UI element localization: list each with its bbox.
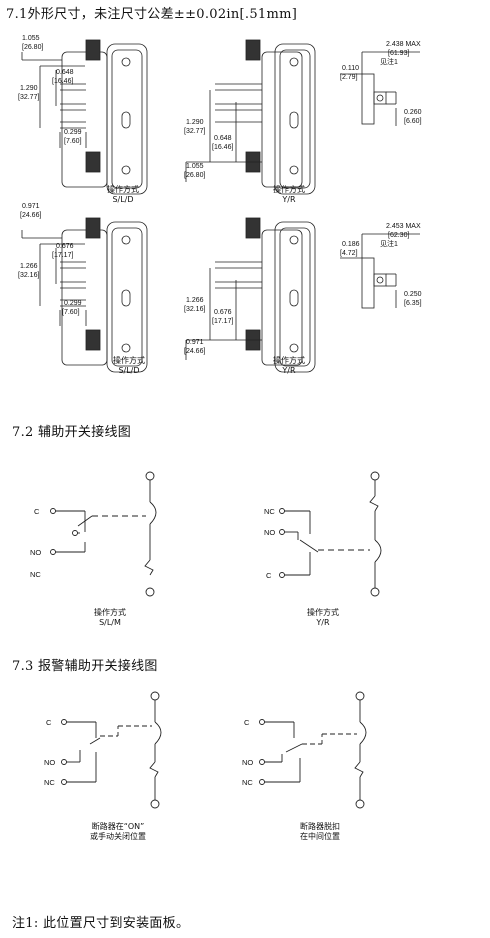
side-view-top [361, 73, 397, 125]
svg-text:1.266: 1.266 [20, 263, 38, 270]
alarm-wiring-diagrams: C NO NC C NO NC [44, 691, 367, 809]
svg-text:[7.60]: [7.60] [64, 138, 82, 145]
section-title-outline: 7.1外形尺寸，未注尺寸公差±±0.02in[.51mm] [6, 7, 298, 22]
outline-drawings: 1.055 [26.80] 0.648 [16.46] 1.290 [32.77] 0… [18, 35, 422, 373]
section-title-alarm: 7.3 报警辅助开关接线图 [12, 659, 158, 674]
section-title-aux: 7.2 辅助开关接线图 [12, 425, 132, 440]
svg-text:NO: NO [264, 528, 275, 537]
svg-text:C: C [244, 718, 250, 727]
svg-text:[24.66]: [24.66] [184, 348, 205, 355]
aux-wiring-diagrams: C NO NC NC NO C [30, 471, 382, 597]
breaker-body-yr-bottom [185, 217, 316, 373]
breaker-body-yr-top [215, 39, 316, 195]
svg-text:0.971: 0.971 [186, 339, 204, 346]
svg-text:NO: NO [44, 758, 55, 767]
svg-text:[32.16]: [32.16] [184, 306, 205, 313]
side-view-bottom [361, 257, 397, 309]
svg-text:[16.46]: [16.46] [52, 78, 73, 85]
caption-alarm-on: 断路器在“ON”或手动关闭位置 [90, 822, 146, 841]
svg-text:[32.77]: [32.77] [184, 128, 205, 135]
breaker-body-sld-top [60, 39, 148, 195]
svg-text:[32.16]: [32.16] [18, 272, 39, 279]
svg-text:[17.17]: [17.17] [52, 252, 73, 259]
svg-text:0.260: 0.260 [404, 109, 422, 116]
svg-text:0.648: 0.648 [214, 135, 232, 142]
svg-text:NC: NC [44, 778, 55, 787]
svg-text:[32.77]: [32.77] [18, 94, 39, 101]
svg-text:0.250: 0.250 [404, 291, 422, 298]
footnote: 注1: 此位置尺寸到安装面板。 [12, 916, 190, 931]
svg-text:C: C [266, 571, 272, 580]
caption-alarm-trip: 断路器脱扣在中间位置 [300, 822, 340, 841]
svg-text:[6.60]: [6.60] [404, 118, 422, 125]
svg-text:0.186: 0.186 [342, 241, 360, 248]
svg-text:[16.46]: [16.46] [212, 144, 233, 151]
svg-text:1.055: 1.055 [22, 35, 40, 42]
svg-text:NC: NC [242, 778, 253, 787]
svg-text:[26.80]: [26.80] [22, 44, 43, 51]
svg-text:C: C [34, 507, 40, 516]
svg-text:C: C [46, 718, 52, 727]
svg-text:0.676: 0.676 [56, 243, 74, 250]
svg-text:0.648: 0.648 [56, 69, 74, 76]
svg-text:[61.93]: [61.93] [388, 50, 409, 57]
breaker-body-sld-bottom [21, 217, 148, 373]
svg-text:0.299: 0.299 [64, 129, 82, 136]
svg-text:NC: NC [30, 570, 41, 579]
svg-text:NC: NC [264, 507, 275, 516]
svg-text:[62.30]: [62.30] [388, 232, 409, 239]
svg-text:1.290: 1.290 [186, 119, 204, 126]
svg-text:0.676: 0.676 [214, 309, 232, 316]
svg-text:[17.17]: [17.17] [212, 318, 233, 325]
svg-text:0.299: 0.299 [64, 300, 82, 307]
svg-text:NO: NO [30, 548, 41, 557]
svg-text:见注1: 见注1 [380, 57, 398, 66]
svg-text:1.266: 1.266 [186, 297, 204, 304]
svg-text:[24.66]: [24.66] [20, 212, 41, 219]
svg-text:[6.35]: [6.35] [404, 300, 422, 307]
svg-text:2.453 MAX: 2.453 MAX [386, 223, 421, 230]
svg-text:[4.72]: [4.72] [340, 250, 358, 257]
svg-text:1.055: 1.055 [186, 163, 204, 170]
svg-text:0.971: 0.971 [22, 203, 40, 210]
svg-text:0.110: 0.110 [342, 65, 359, 72]
svg-text:[26.80]: [26.80] [184, 172, 205, 179]
svg-text:[7.60]: [7.60] [62, 309, 80, 316]
svg-text:2.438 MAX: 2.438 MAX [386, 41, 421, 48]
svg-text:NO: NO [242, 758, 253, 767]
svg-text:[2.79]: [2.79] [340, 74, 358, 81]
svg-text:1.290: 1.290 [20, 85, 38, 92]
svg-text:见注1: 见注1 [380, 239, 398, 248]
